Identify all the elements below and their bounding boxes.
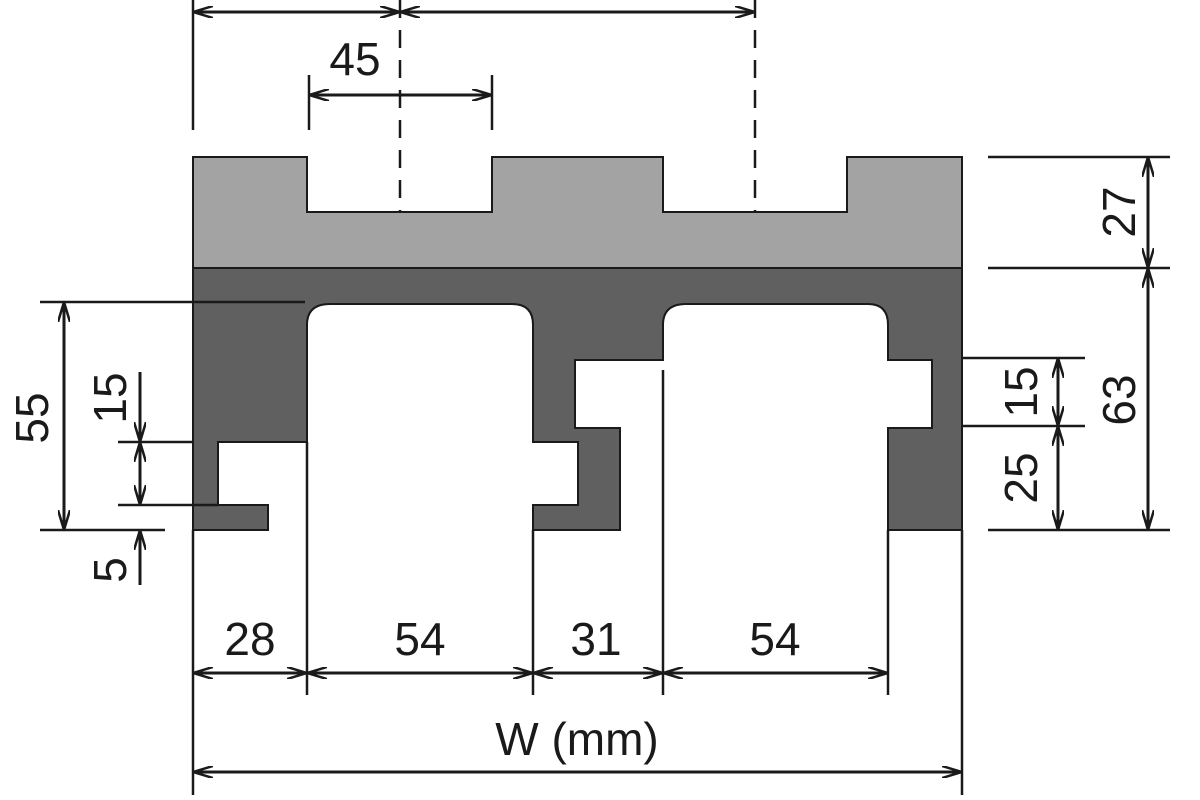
right-slot-label: 15	[995, 366, 1047, 417]
upper-block	[192, 156, 963, 269]
right-lower-label: 25	[995, 452, 1047, 503]
seg4-label: 54	[749, 613, 800, 665]
left-total-label: 55	[6, 392, 58, 443]
left-lip-label: 5	[84, 557, 136, 583]
width-label: W (mm)	[495, 713, 658, 765]
seg3-label: 31	[570, 613, 621, 665]
seg1-label: 28	[224, 613, 275, 665]
seg2-label: 54	[394, 613, 445, 665]
lower-profile	[192, 267, 963, 531]
top-height-label: 27	[1093, 186, 1145, 237]
pitch-label: 45	[329, 33, 380, 85]
right-total-label: 63	[1093, 374, 1145, 425]
left-slot-label: 15	[84, 372, 136, 423]
